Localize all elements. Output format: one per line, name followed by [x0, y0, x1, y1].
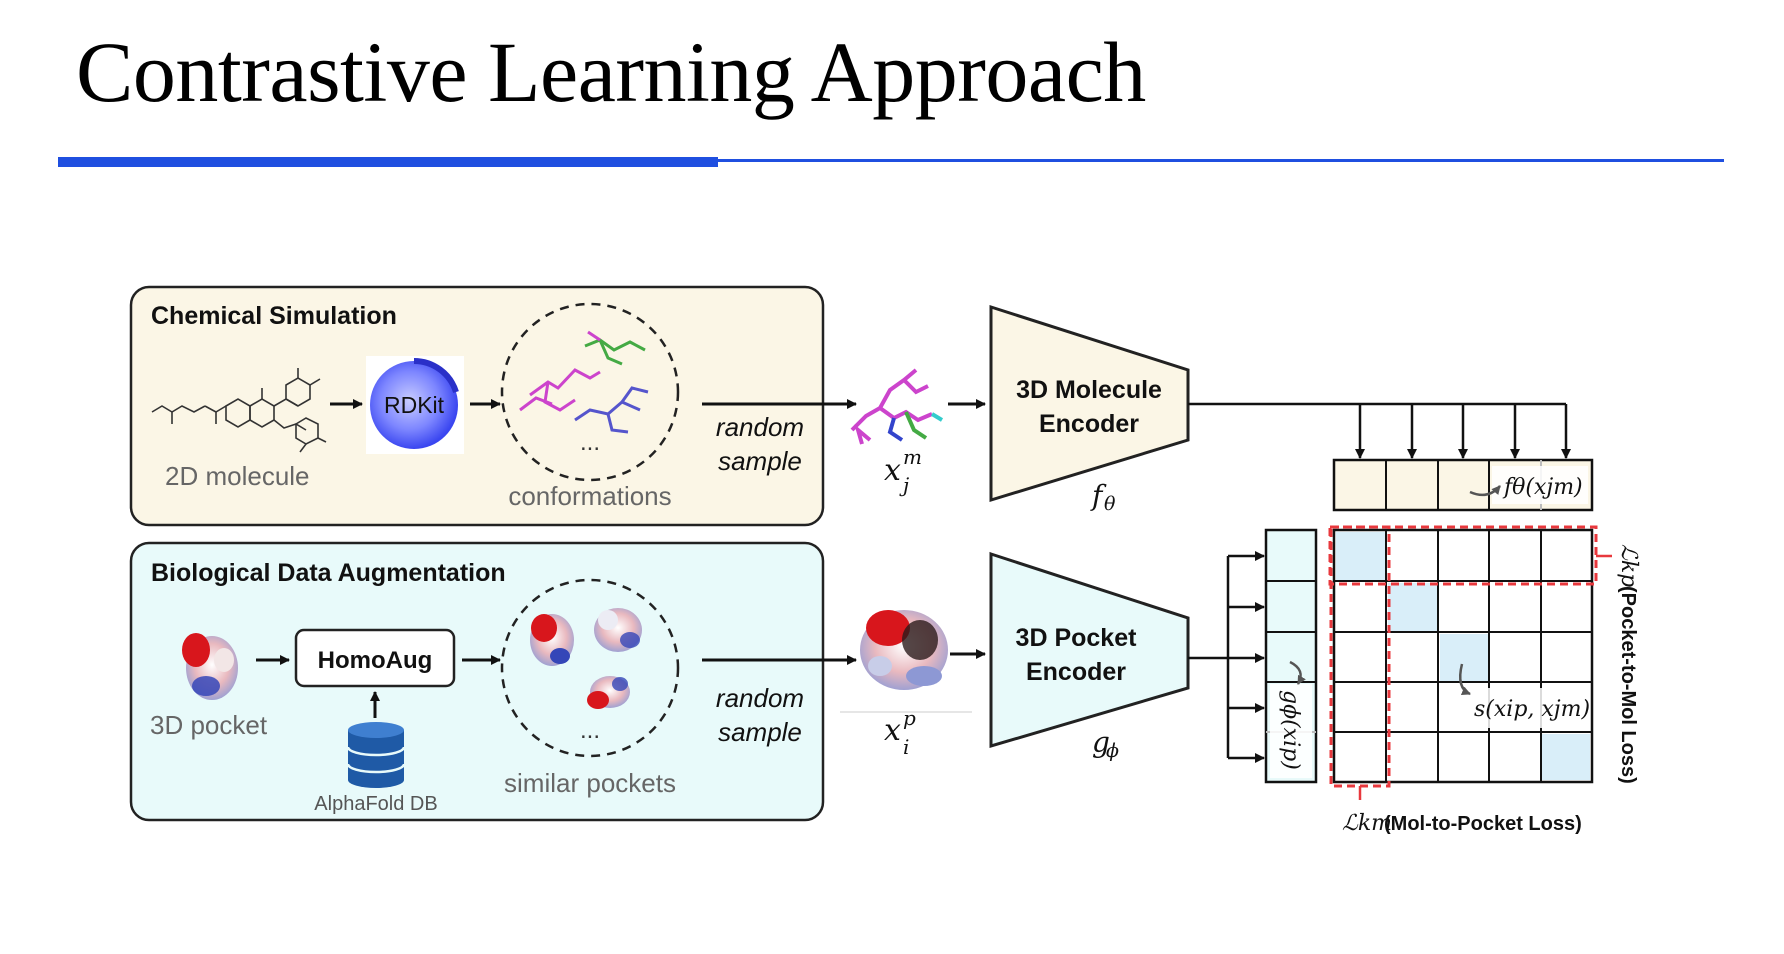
svg-text:i: i: [903, 735, 909, 759]
svg-text:p: p: [903, 706, 916, 730]
title-rule-thick: [58, 157, 718, 167]
pocket-3d-label: 3D pocket: [150, 710, 268, 740]
chem-random-label-1: random: [716, 412, 804, 442]
homoaug-box: HomoAug: [294, 628, 456, 688]
svg-text:m: m: [903, 445, 922, 469]
conformations-label: conformations: [508, 481, 671, 511]
similar-pockets-label: similar pockets: [504, 768, 676, 798]
database-icon: [346, 722, 406, 788]
pocket-fanout: [1188, 551, 1265, 763]
svg-text:j: j: [899, 473, 909, 497]
pocket-encoder-line2: Encoder: [1026, 658, 1126, 686]
molecule-encoder-fn-sub: θ: [1104, 493, 1116, 515]
molecule-feature-row: fθ(xjm): [1332, 458, 1594, 512]
pocket-3d-blob: [182, 633, 238, 700]
molecule-fanout: [1188, 402, 1571, 459]
conformations-circle: [500, 302, 680, 482]
xp-symbol: x p i: [884, 706, 916, 759]
svg-text:x: x: [884, 713, 901, 748]
molecule-encoder-line2: Encoder: [1039, 410, 1139, 438]
mol-to-pocket-loss-symbol: ℒkm: [1342, 811, 1392, 836]
bio-panel: Biological Data Augmentation 3D pocket H…: [129, 541, 825, 822]
svg-text:x: x: [884, 453, 901, 488]
chem-panel-heading: Chemical Simulation: [151, 302, 397, 330]
molecule-2d-drawing: [151, 368, 327, 453]
sampled-pocket-3d: [860, 610, 948, 690]
title-rule-thin: [718, 159, 1724, 162]
conformation-structures: [519, 330, 649, 434]
pocket-to-mol-loss-symbol: ℒkp: [1616, 544, 1641, 587]
alphafold-db-label: AlphaFold DB: [314, 793, 437, 815]
sampled-molecule-3d: [850, 368, 944, 445]
similar-pockets-ellipsis: ...: [580, 717, 600, 744]
page-title: Contrastive Learning Approach: [76, 24, 1146, 120]
bio-panel-heading: Biological Data Augmentation: [151, 559, 506, 587]
pocket-feature-column: gϕ(xip): [1264, 528, 1318, 784]
pocket-encoder-fn-sub: ϕ: [1106, 740, 1119, 762]
pocket-feature-label: gϕ(xip): [1278, 690, 1303, 770]
molecule-feature-label: fθ(xjm): [1502, 475, 1583, 500]
pocket-encoder-line1: 3D Pocket: [1016, 624, 1138, 652]
rdkit-logo: RDKit: [366, 356, 464, 454]
similarity-label: s(xip, xjm): [1474, 697, 1590, 722]
molecule-encoder: 3D Molecule Encoder f θ: [989, 304, 1190, 515]
chem-panel: Chemical Simulation 2D molecule: [129, 285, 825, 527]
similar-pocket-blobs: [530, 608, 642, 709]
chem-random-label-2: sample: [718, 446, 802, 476]
bio-random-label-1: random: [716, 683, 804, 713]
rdkit-label: RDKit: [384, 392, 445, 418]
bio-random-label-2: sample: [718, 717, 802, 747]
similar-pockets-circle: [500, 578, 680, 758]
conformations-ellipsis: ...: [580, 429, 600, 456]
molecule-encoder-line1: 3D Molecule: [1016, 376, 1162, 404]
xm-symbol: x m j: [884, 445, 922, 497]
mol-to-pocket-loss-label: (Mol-to-Pocket Loss): [1384, 813, 1582, 835]
mol-to-pocket-loss: ℒkm (Mol-to-Pocket Loss): [1329, 525, 1582, 836]
homoaug-label: HomoAug: [318, 647, 433, 674]
molecule-2d-label: 2D molecule: [165, 461, 310, 491]
pocket-encoder: 3D Pocket Encoder g ϕ: [989, 551, 1190, 762]
similarity-matrix: s(xip, xjm): [1332, 528, 1594, 784]
pocket-to-mol-loss-label: (Pocket-to-Mol Loss): [1617, 586, 1639, 784]
pocket-encoder-fn: g: [1092, 726, 1110, 759]
